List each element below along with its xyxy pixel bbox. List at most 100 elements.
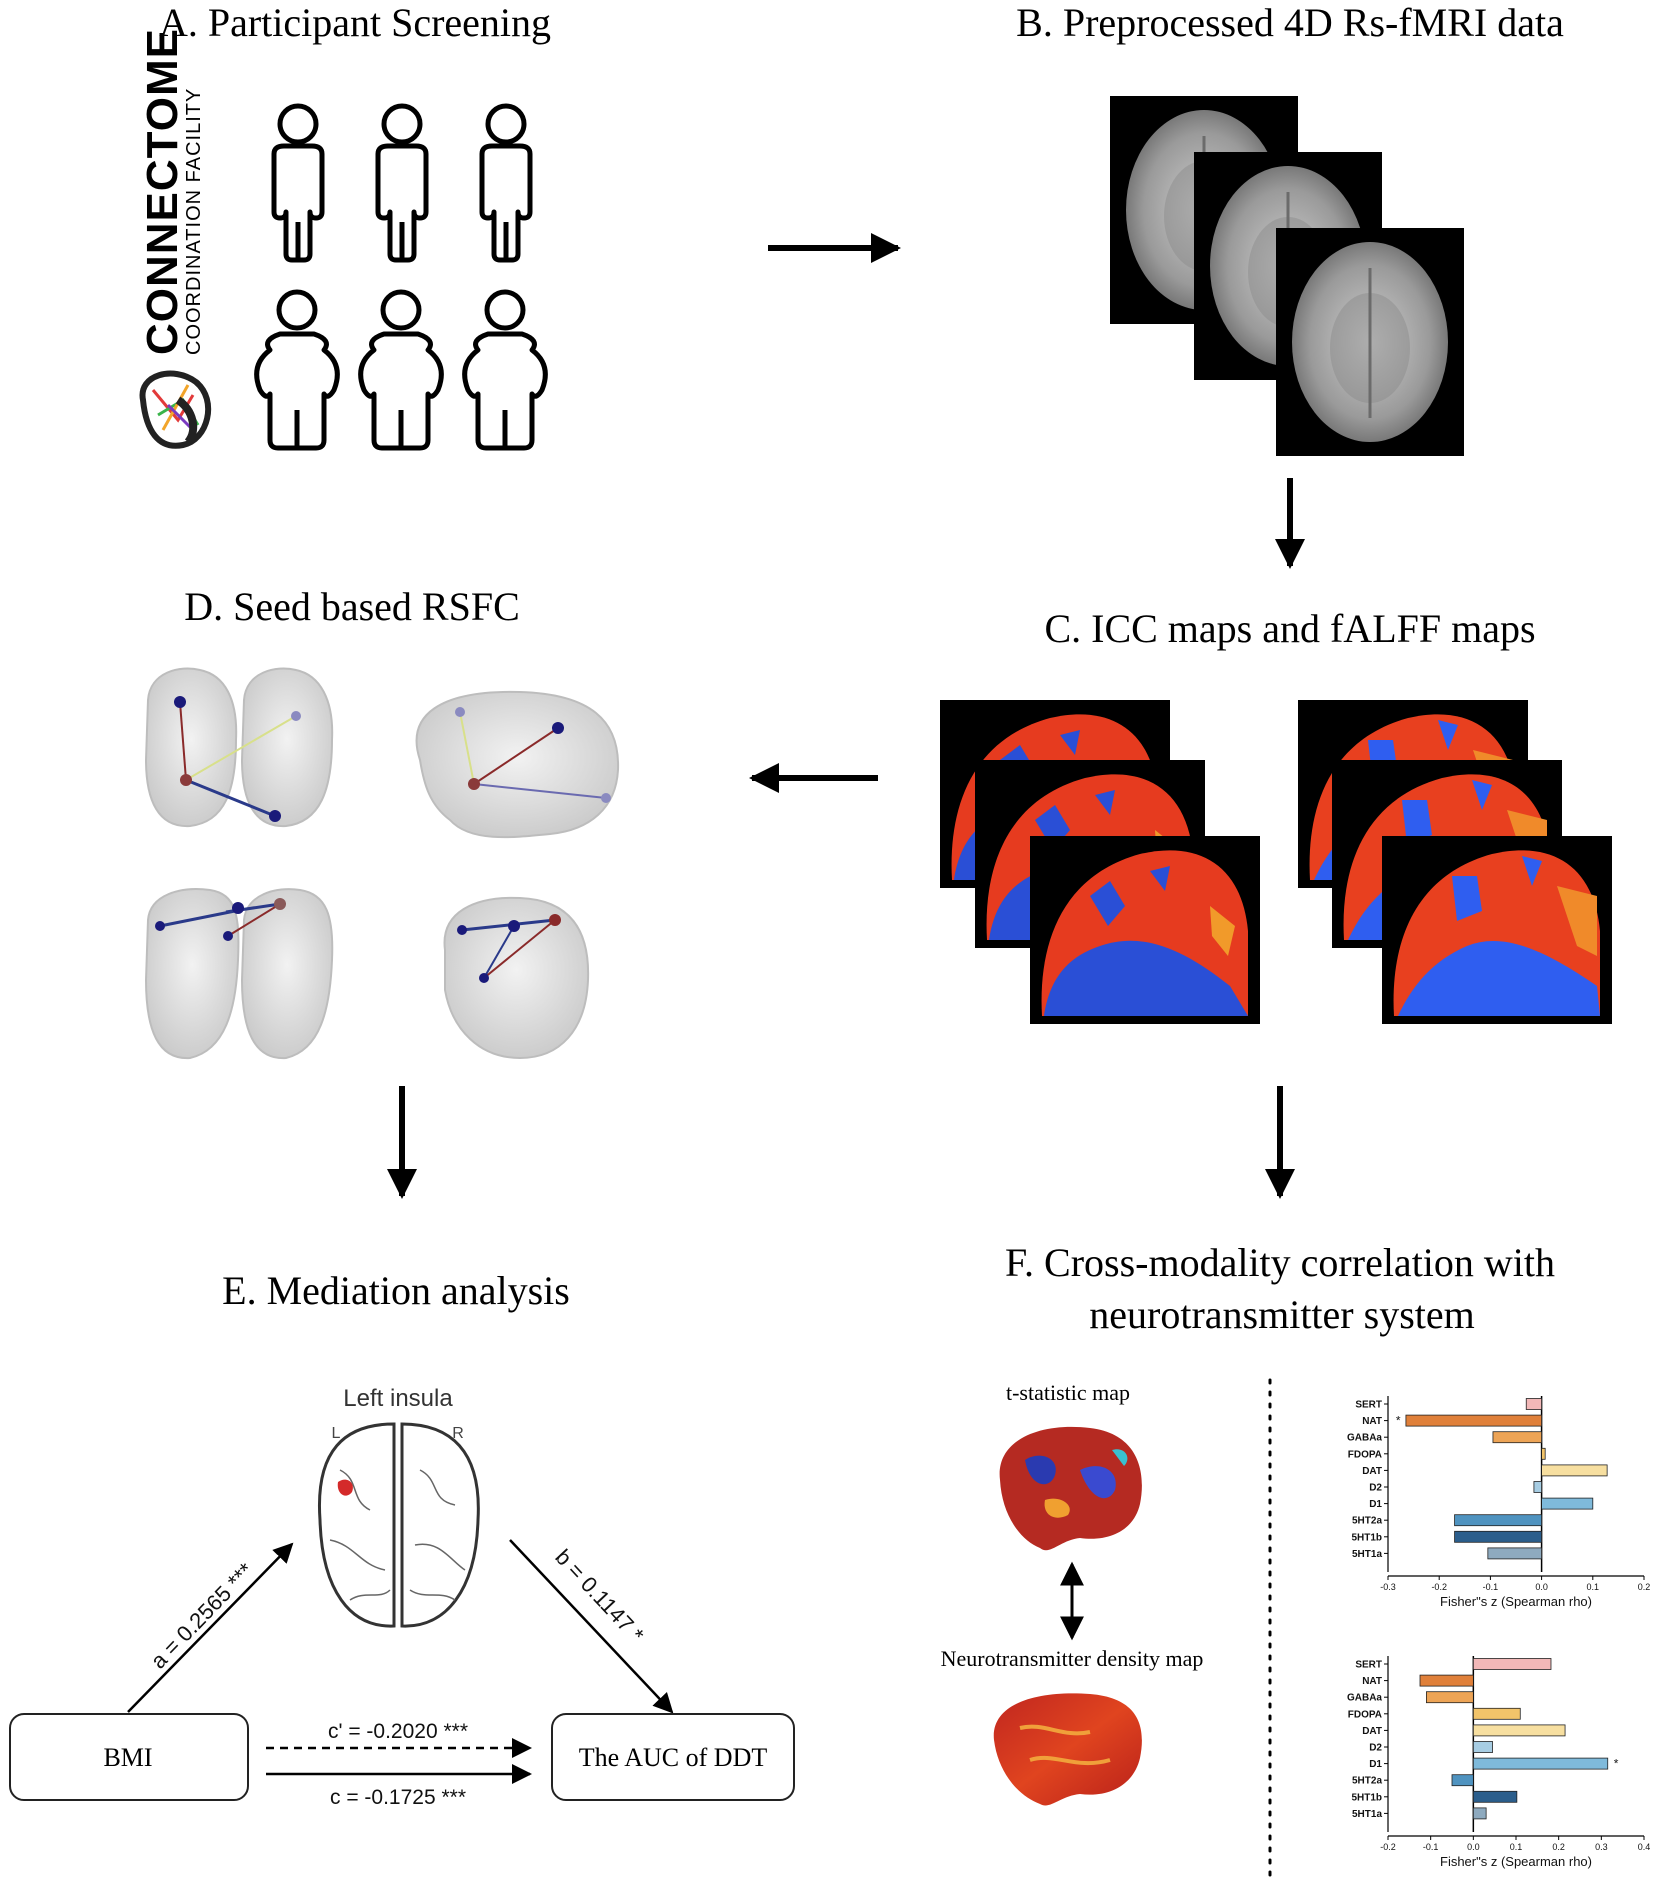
x-tick-label: 0.2 — [1638, 1582, 1651, 1592]
category-label: GABAa — [1347, 1693, 1382, 1704]
bar-5ht1a — [1472, 1807, 1487, 1820]
bar-nat — [1419, 1674, 1474, 1687]
panel-f-title-line1: F. Cross-modality correlation with — [1005, 1240, 1555, 1285]
brain-coronal-view-bottom — [443, 896, 590, 1060]
density-brain-map — [993, 1693, 1142, 1806]
path-c-coefficient: c = -0.1725 *** — [330, 1786, 466, 1809]
density-map-label: Neurotransmitter density map — [941, 1646, 1204, 1671]
category-label: FDOPA — [1348, 1449, 1382, 1460]
participant-thin-icon — [482, 106, 530, 260]
category-label: DAT — [1362, 1466, 1382, 1477]
logo-sub-text: COORDINATION FACILITY — [183, 88, 205, 355]
category-label: D1 — [1369, 1759, 1382, 1770]
x-tick-label: -0.1 — [1423, 1842, 1439, 1852]
significance-marker: * — [1614, 1757, 1619, 1771]
panel-c-title: C. ICC maps and fALFF maps — [1044, 606, 1535, 651]
x-tick-label: -0.2 — [1431, 1582, 1447, 1592]
bar-dat — [1472, 1724, 1566, 1737]
panel-d-title: D. Seed based RSFC — [184, 584, 520, 629]
category-label: SERT — [1355, 1400, 1382, 1411]
bar-5ht1a — [1487, 1547, 1542, 1560]
bar-d1 — [1541, 1497, 1594, 1510]
panel-b-title: B. Preprocessed 4D Rs-fMRI data — [1016, 0, 1564, 45]
connectome-logo: CONNECTOME COORDINATION FACILITY — [138, 28, 212, 449]
participant-obese-icon — [361, 292, 442, 448]
icc-slice — [1030, 836, 1260, 1024]
category-label: DAT — [1362, 1726, 1382, 1737]
bar-fdopa — [1541, 1447, 1546, 1460]
category-label: D2 — [1369, 1483, 1382, 1494]
bar-nat — [1405, 1414, 1543, 1427]
x-tick-label: -0.1 — [1483, 1582, 1499, 1592]
category-label: 5HT1b — [1351, 1532, 1382, 1543]
x-tick-label: 0.1 — [1587, 1582, 1600, 1592]
category-label: 5HT1a — [1352, 1549, 1382, 1560]
logo-brain-icon — [139, 370, 212, 449]
logo-main-text: CONNECTOME — [138, 28, 187, 355]
brain-axial-view-top — [144, 667, 334, 828]
path-b-coefficient: b = 0.1147 * — [550, 1544, 649, 1647]
x-tick-label: -0.3 — [1380, 1582, 1396, 1592]
participant-obese-icon — [465, 292, 546, 448]
category-label: SERT — [1355, 1660, 1382, 1671]
x-tick-label: 0.0 — [1467, 1842, 1480, 1852]
path-c-prime-coefficient: c' = -0.2020 *** — [328, 1720, 468, 1743]
category-label: D2 — [1369, 1743, 1382, 1754]
right-hemisphere-label: R — [452, 1425, 464, 1442]
x-axis-label: Fisher"s z (Spearman rho) — [1440, 1594, 1592, 1609]
path-a-coefficient: a = 0.2565 *** — [146, 1558, 259, 1674]
participant-thin-icon — [378, 106, 426, 260]
bar-sert — [1525, 1398, 1542, 1410]
bmi-box — [9, 1713, 249, 1801]
insula-label: Left insula — [343, 1385, 453, 1412]
bar-5ht2a — [1454, 1514, 1543, 1527]
receptor-correlation-chart-top: SERTNAT*GABAaFDOPADATD2D15HT2a5HT1b5HT1a… — [1347, 1396, 1650, 1609]
tmap-label: t-statistic map — [1006, 1380, 1130, 1405]
panel-e-title: E. Mediation analysis — [222, 1268, 570, 1313]
brain-axial-view-bottom — [144, 888, 334, 1060]
icc-map-stack — [940, 700, 1260, 1024]
auc-ddt-box — [551, 1713, 795, 1801]
bar-sert — [1472, 1658, 1552, 1670]
left-hemisphere-label: L — [332, 1425, 341, 1442]
category-label: 5HT2a — [1352, 1776, 1382, 1787]
bar-gabaa — [1492, 1431, 1542, 1444]
rsfc-brain-views — [144, 667, 620, 1060]
tstat-brain-map — [999, 1426, 1142, 1551]
bar-gabaa — [1426, 1691, 1474, 1704]
x-tick-label: 0.1 — [1510, 1842, 1523, 1852]
x-axis-label: Fisher"s z (Spearman rho) — [1440, 1854, 1592, 1869]
brain-sagittal-view-top — [415, 690, 620, 839]
panel-a-title: A. Participant Screening — [159, 0, 551, 45]
bar-fdopa — [1472, 1707, 1521, 1720]
x-tick-label: 0.3 — [1595, 1842, 1608, 1852]
fmri-volume-stack — [1108, 94, 1466, 458]
category-label: D1 — [1369, 1499, 1382, 1510]
falff-slice — [1382, 836, 1612, 1024]
category-label: 5HT1a — [1352, 1809, 1382, 1820]
category-label: 5HT2a — [1352, 1516, 1382, 1527]
bar-d2 — [1533, 1481, 1543, 1493]
category-label: NAT — [1362, 1676, 1382, 1687]
category-label: FDOPA — [1348, 1709, 1382, 1720]
bar-d2 — [1472, 1741, 1493, 1753]
bmi-box-label: BMI — [103, 1743, 152, 1772]
bar-5ht2a — [1451, 1774, 1474, 1787]
category-label: GABAa — [1347, 1433, 1382, 1444]
participant-obese-icon — [257, 292, 338, 448]
participant-thin-icon — [274, 106, 322, 260]
x-tick-label: 0.4 — [1638, 1842, 1651, 1852]
x-tick-label: 0.0 — [1535, 1582, 1548, 1592]
auc-ddt-box-label: The AUC of DDT — [579, 1743, 768, 1772]
panel-f-title-line2: neurotransmitter system — [1089, 1292, 1474, 1337]
fmri-slice — [1274, 226, 1466, 458]
bar-5ht1b — [1472, 1790, 1518, 1803]
participant-icons — [257, 106, 546, 448]
bar-dat — [1541, 1464, 1608, 1477]
category-label: 5HT1b — [1351, 1792, 1382, 1803]
significance-marker: * — [1396, 1414, 1401, 1428]
insula-brain-icon — [317, 1422, 480, 1628]
path-b-arrow — [509, 1539, 674, 1714]
